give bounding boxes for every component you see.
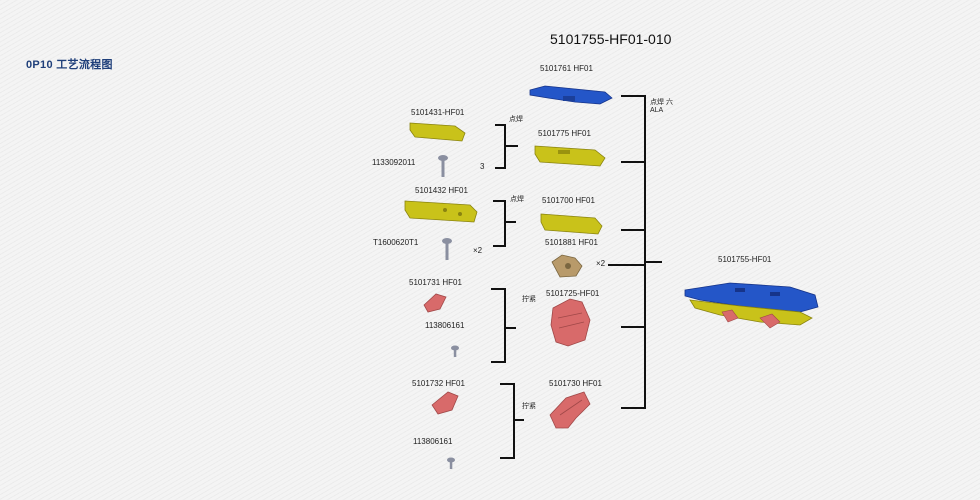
label-red-right-2: 5101730 HF01 <box>549 379 602 388</box>
label-yellow-left-2: 5101432 HF01 <box>415 186 468 195</box>
label-final-assembly: 5101755-HF01 <box>718 255 772 264</box>
part-yellow-left-1 <box>409 122 466 142</box>
label-yellow-left-1: 5101431-HF01 <box>411 108 465 117</box>
part-yellow-right-1 <box>534 145 606 167</box>
label-red-right-1: 5101725-HF01 <box>546 289 600 298</box>
label-yellow-right-1: 5101775 HF01 <box>538 129 591 138</box>
bracket-group-4 <box>500 383 524 459</box>
note-tighten-1: 拧紧 <box>522 296 536 303</box>
label-screw-3: 113806161 <box>425 321 465 330</box>
label-bracket: 5101881 HF01 <box>545 238 598 247</box>
note-tighten-2: 拧紧 <box>522 403 536 410</box>
operation-title: 0P10 工艺流程图 <box>26 59 113 71</box>
part-bracket <box>551 254 583 278</box>
label-qty-2: ×2 <box>473 246 483 255</box>
bracket-group-1 <box>495 124 518 169</box>
part-screw-1 <box>438 155 448 177</box>
part-screw-3 <box>451 345 459 357</box>
label-top-blue: 5101761 HF01 <box>540 64 593 73</box>
part-red-right-1 <box>550 298 591 347</box>
label-screw-2: T1600620T1 <box>373 238 419 247</box>
label-qty-bracket: ×2 <box>596 259 606 268</box>
label-screw-4: 113806161 <box>413 437 453 446</box>
bracket-main <box>608 95 662 409</box>
part-red-left-1 <box>423 293 447 313</box>
label-red-left-2: 5101732 HF01 <box>412 379 465 388</box>
part-screw-2 <box>442 238 452 260</box>
note-weld-2: 点焊 <box>510 196 524 203</box>
label-qty-1: 3 <box>480 162 485 171</box>
part-yellow-left-2 <box>404 200 478 223</box>
part-red-right-2 <box>549 391 591 429</box>
part-final-assembly <box>684 282 819 329</box>
label-screw-1: 1133092011 <box>372 158 416 167</box>
part-screw-4 <box>447 457 455 469</box>
part-top-blue <box>529 85 613 105</box>
note-main: 点焊 六ALA <box>650 99 673 114</box>
label-yellow-right-2: 5101700 HF01 <box>542 196 595 205</box>
note-weld-1: 点焊 <box>509 116 523 123</box>
bracket-group-3 <box>491 288 516 363</box>
label-red-left-1: 5101731 HF01 <box>409 278 462 287</box>
assembly-title: 5101755-HF01-010 <box>550 31 672 47</box>
part-yellow-right-2 <box>540 213 603 235</box>
part-red-left-2 <box>431 391 459 415</box>
bracket-group-2 <box>493 200 516 247</box>
